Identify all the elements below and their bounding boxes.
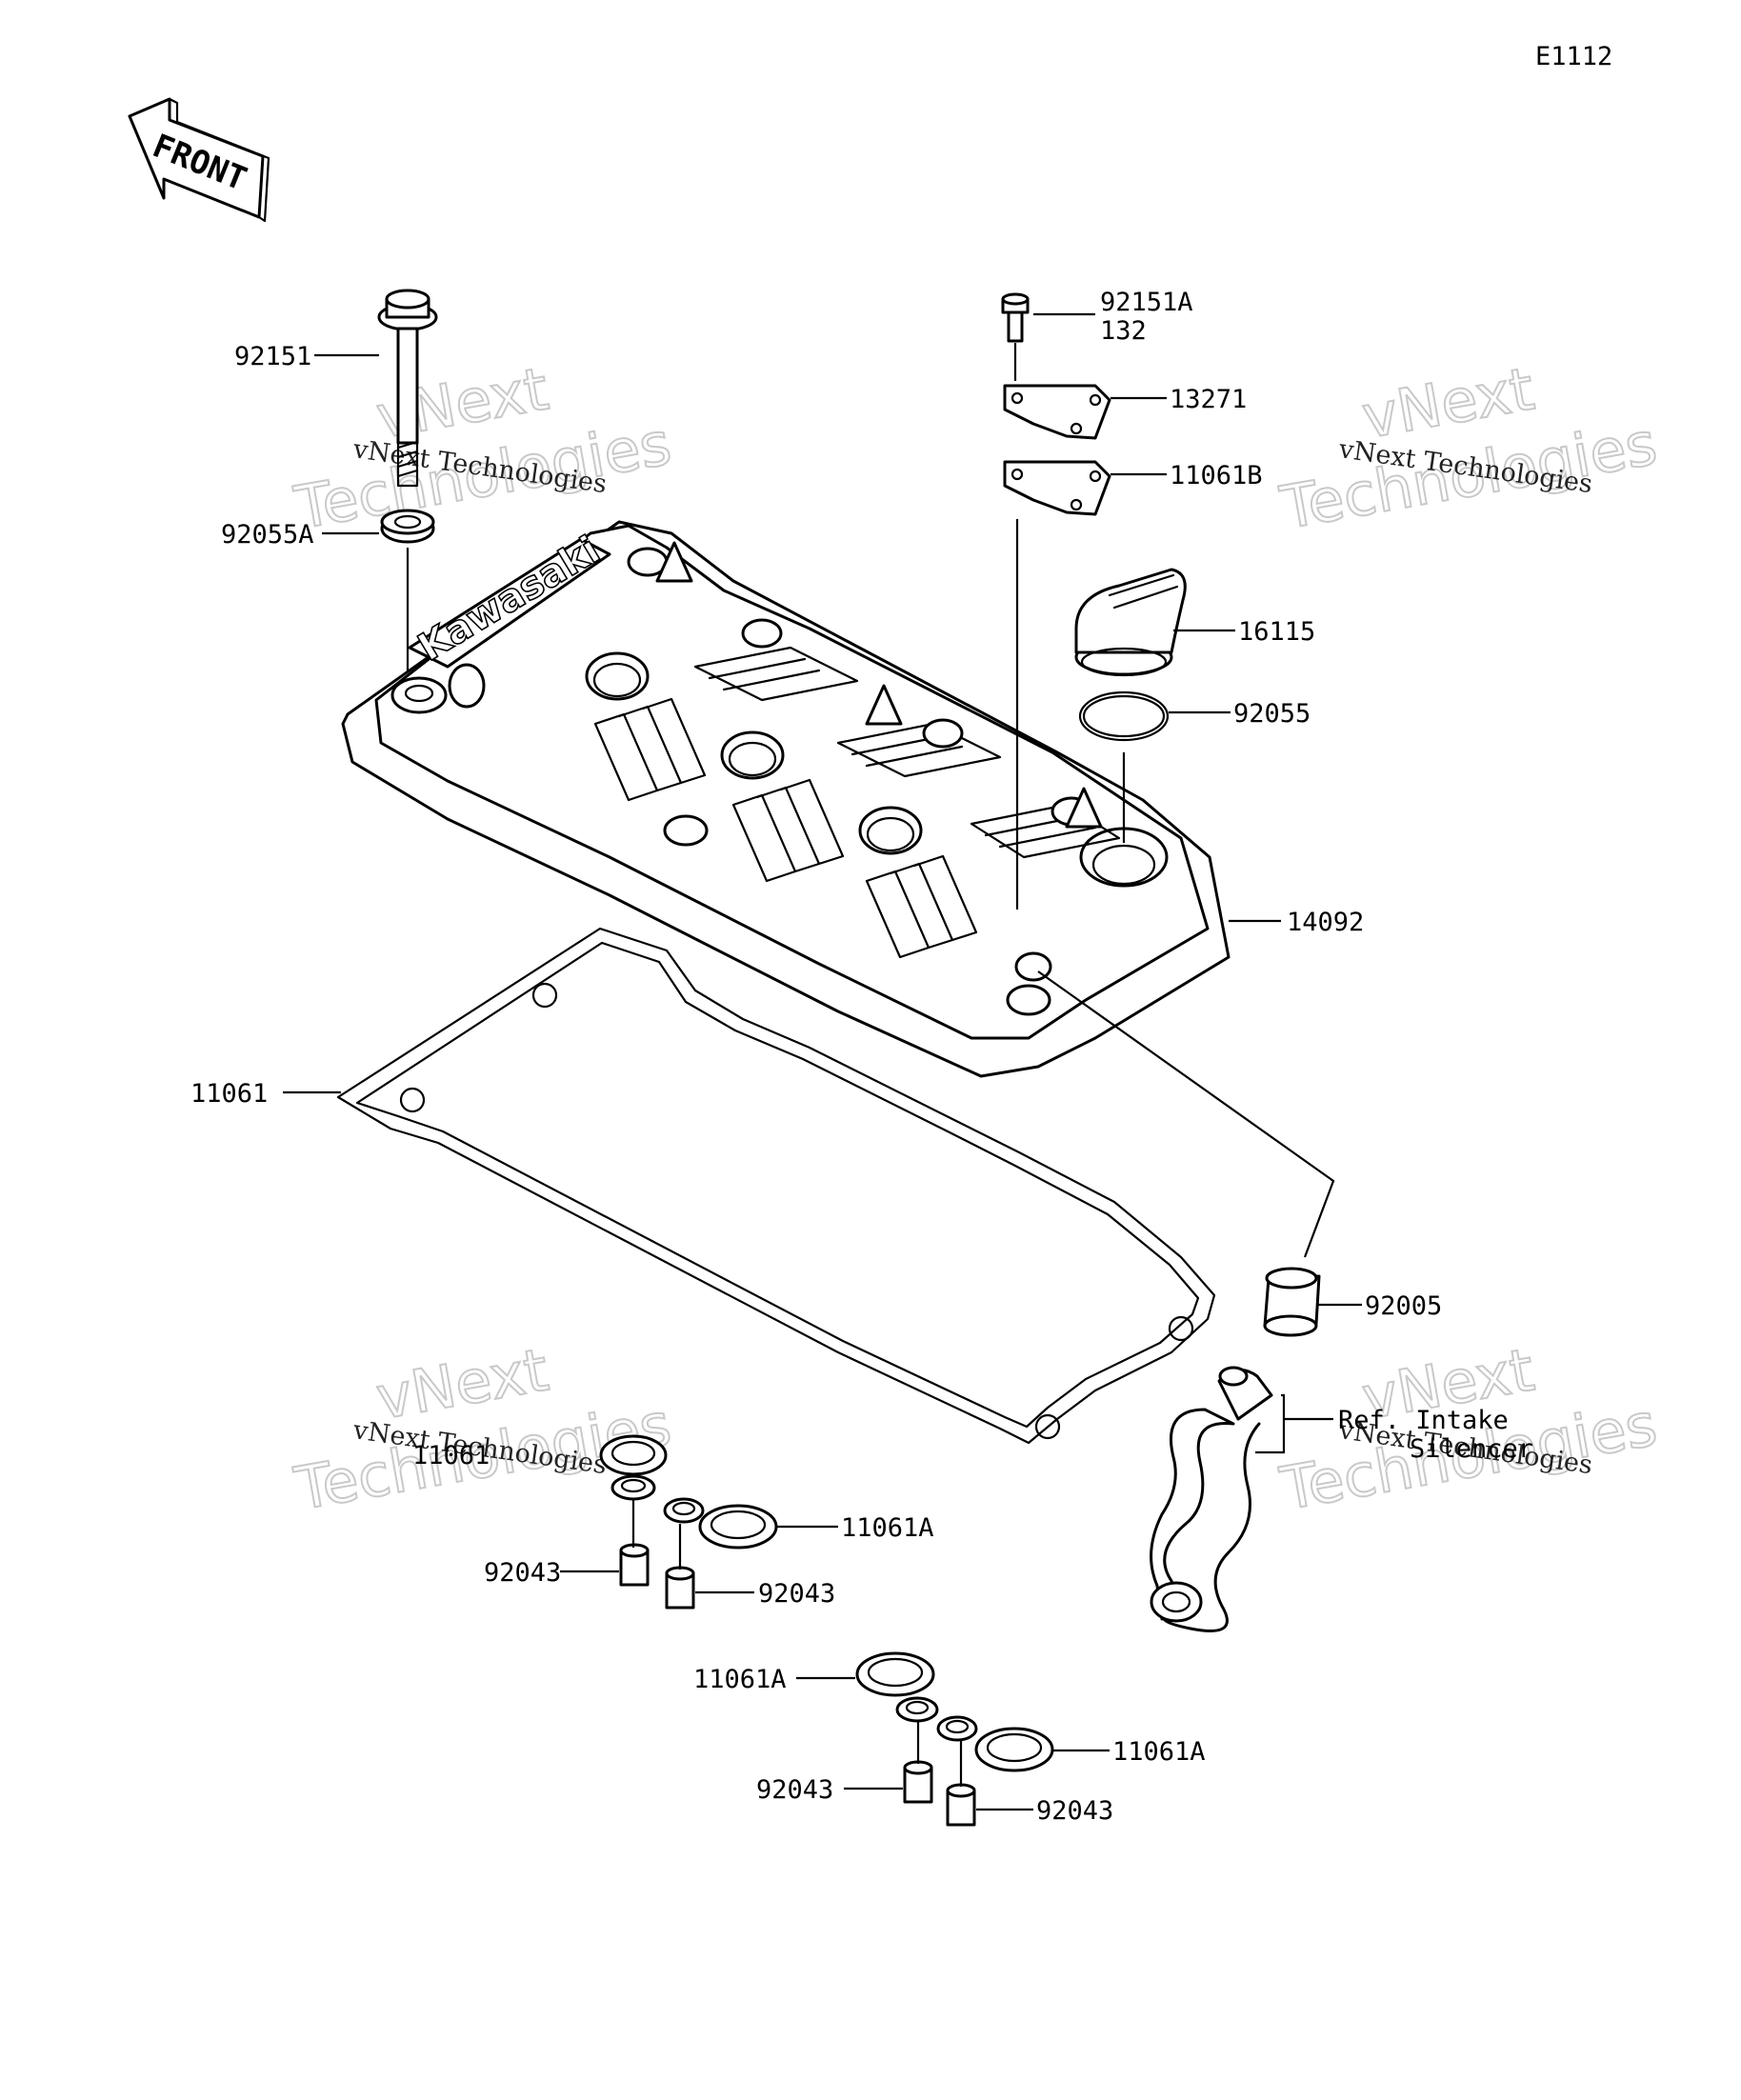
- washer-92055A-icon: [380, 509, 435, 544]
- label-11061: 11061: [190, 1079, 268, 1109]
- label-92005: 92005: [1365, 1291, 1442, 1321]
- label-11061A-partial: 11061: [412, 1441, 490, 1470]
- bolt-92151A-icon: [1001, 292, 1030, 343]
- gasket-11061B-icon: [1003, 460, 1111, 516]
- label-92055: 92055: [1233, 699, 1311, 729]
- label-14092: 14092: [1287, 908, 1364, 937]
- oil-cap-16115-icon: [1074, 568, 1187, 677]
- fitting-92005-icon: [1263, 1267, 1321, 1337]
- label-92151A: 92151A: [1100, 288, 1193, 317]
- watermark-top-right: vNext Technologies vNext Technologies: [1274, 352, 1663, 544]
- gasket-11061-icon: [336, 927, 1216, 1445]
- label-92151A-qty: 132: [1100, 316, 1147, 346]
- seal-group-1-icon: [599, 1434, 778, 1610]
- diagram-code: E1112: [1535, 42, 1612, 71]
- label-11061A-3: 11061A: [1112, 1737, 1206, 1767]
- cylinder-head-cover-icon: Kawasaki: [341, 520, 1231, 1078]
- watermark-top-left: vNext Technologies vNext Technologies: [289, 352, 677, 544]
- label-11061B: 11061B: [1170, 461, 1263, 490]
- breather-hose-icon: [1150, 1366, 1273, 1632]
- label-92055A: 92055A: [221, 520, 314, 550]
- label-92043-1: 92043: [484, 1558, 561, 1588]
- label-16115: 16115: [1238, 617, 1315, 647]
- front-arrow-icon: FRONT: [128, 97, 270, 223]
- plate-13271-icon: [1003, 384, 1111, 440]
- label-92043-2: 92043: [758, 1579, 835, 1609]
- label-ref-intake: Ref. Intake: [1338, 1406, 1509, 1435]
- label-11061A-1: 11061A: [841, 1513, 934, 1543]
- seal-group-2-icon: [855, 1651, 1054, 1827]
- label-ref-silencer: Silencer: [1410, 1434, 1533, 1464]
- label-92043-3: 92043: [756, 1775, 833, 1805]
- label-11061A-2: 11061A: [693, 1665, 787, 1694]
- label-13271: 13271: [1170, 385, 1247, 414]
- o-ring-92055-icon: [1078, 690, 1170, 742]
- label-92043-4: 92043: [1036, 1796, 1113, 1826]
- label-92151: 92151: [234, 342, 311, 371]
- bolt-92151-icon: [377, 289, 438, 488]
